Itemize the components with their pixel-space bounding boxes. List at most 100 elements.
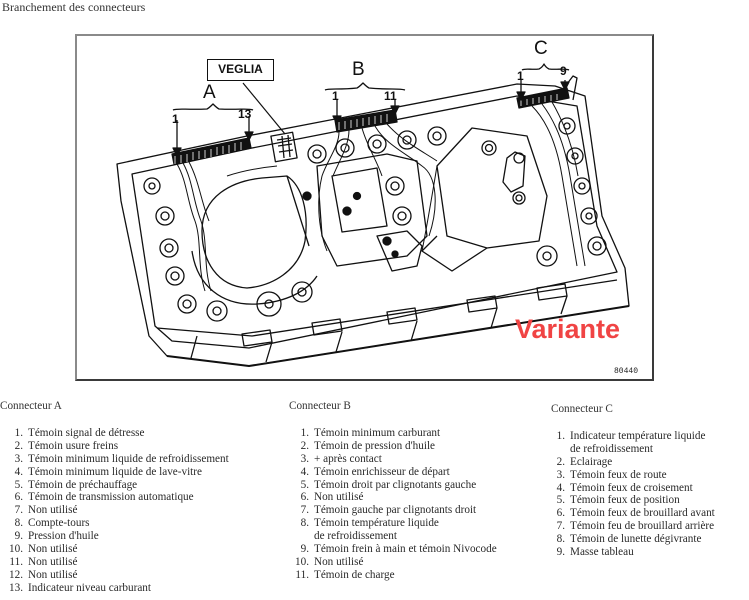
pin-list-item: 6. Témoin de transmission automatique [0,491,229,504]
pin-function: Non utilisé [28,556,77,569]
pin-function-text: Masse tableau [570,546,634,559]
pin-function-text: + après contact [314,452,382,465]
pin-function: Témoin de transmission automatique [28,491,194,504]
pin-list-item: 6. Non utilisé [289,491,497,504]
pin-function: Témoin minimum liquide de refroidissemen… [28,453,229,466]
pin-function-text: Pression d'huile [28,530,99,543]
pin-list-item: 7. Témoin feu de brouillard arrière [551,520,715,533]
pin-list-item: 13.Indicateur niveau carburant [0,582,229,595]
pin-function: Témoin feux de route [570,469,667,482]
connector-a-title: Connecteur A [0,400,62,412]
pin-function: Non utilisé [314,556,363,569]
connector-b-letter: B [352,59,365,80]
pin-function-text: Compte-tours [28,517,90,530]
pin-function-text: Témoin feux de croisement [570,481,693,494]
pin-function: + après contact [314,453,382,466]
pin-function: Témoin feux de brouillard avant [570,507,715,520]
connector-b-first-pin: 1 [332,89,339,103]
pin-list-item: 8. Témoin de lunette dégivrante [551,533,715,546]
pin-list-item: 3. Témoin minimum liquide de refroidissem… [0,453,229,466]
pin-number: 1. [300,426,309,439]
pin-number: 6. [556,507,565,520]
pin-number: 7. [14,504,23,517]
pin-function-continuation: de refroidissement [570,442,653,455]
pin-list-item: 8. Compte-tours [0,517,229,530]
instrument-cluster-diagram: VEGLIA A 1 13 B 1 11 C 1 9 Variante 8044… [75,34,654,381]
cluster-housing-outline [116,83,630,367]
pin-function: Non utilisé [314,491,363,504]
pin-number: 9. [300,543,309,556]
connector-c-first-pin: 1 [517,69,524,83]
pin-number: 1. [556,429,565,442]
pin-function-text: Témoin gauche par clignotants droit [314,504,477,517]
pin-list-item: 5.Témoin feux de position [551,494,715,507]
pin-number: 4. [14,465,23,478]
pin-number: 3. [556,468,565,481]
connector-b-block [334,109,398,133]
pin-function-text: Témoin frein à main et témoin Nivocode [314,543,497,556]
pin-list-item: 2.Eclairage [551,456,715,469]
pin-function: Témoin signal de détresse [28,427,145,440]
pin-list-item: 7.Non utilisé [0,504,229,517]
pin-number: 8. [556,533,565,546]
pin-function: Témoin de pression d'huile [314,440,435,453]
connector-b-last-pin: 11 [384,89,397,103]
pin-number: 9. [556,546,565,559]
pin-list-item: 5.Témoin de préchauffage [0,479,229,492]
pin-number: 8. [14,517,23,530]
pin-function: Non utilisé [28,543,77,556]
pin-function: Témoin usure freins [28,440,118,453]
pin-function-text: Témoin minimum liquide de lave-vitre [28,465,202,478]
figure-reference-number: 80440 [614,367,639,376]
pin-function: Masse tableau [570,546,634,559]
cluster-bottom-edge [166,305,630,367]
connector-a-section: Connecteur A 1. Témoin signal de détresse… [0,400,229,595]
pin-function-text: Témoin feux de position [570,494,680,507]
pin-function-text: Témoin de préchauffage [28,478,138,491]
pin-list-item: 10. Non utilisé [289,556,497,569]
pin-list-item: 3. Témoin feux de route [551,469,715,482]
pin-list-item: 9. Témoin frein à main et témoin Nivocode [289,543,497,556]
connector-a-list: 1. Témoin signal de détresse 2. Témoin usur… [0,427,229,595]
pin-list-item: 4. Témoin enrichisseur de départ [289,466,497,479]
pin-list-item: 9. Masse tableau [551,546,715,559]
pin-function-text: Témoin signal de détresse [28,426,145,439]
pin-number: 8. [300,517,309,530]
pin-function-text: Témoin de pression d'huile [314,439,436,452]
pin-number: 1. [14,426,23,439]
pin-function: Témoin de lunette dégivrante [570,533,701,546]
connector-c-section: Connecteur C 1. Indicateur température li… [551,403,715,559]
pin-function-text: Eclairage [570,455,613,468]
cluster-housing-inner [131,95,618,349]
connector-a-block [171,137,252,165]
fuel-gauge [191,175,318,305]
connector-c-title: Connecteur C [551,403,613,415]
pin-number: 2. [14,439,23,452]
pin-number: 4. [556,481,565,494]
pin-function: Indicateur niveau carburant [28,582,151,595]
pin-function: Témoin enrichisseur de départ [314,466,450,479]
cluster-drawing [116,63,630,367]
connector-c-last-pin: 9 [560,64,567,78]
pin-number: 7. [556,520,565,533]
pin-number: 10. [295,555,309,568]
pin-function: Témoin minimum carburant [314,427,440,440]
veglia-leader-line [242,82,286,135]
pin-function-text: Témoin feu de brouillard arrière [570,520,715,533]
pin-number: 4. [300,465,309,478]
pin-number: 2. [300,439,309,452]
pin-function-text: Témoin minimum carburant [314,426,441,439]
pin-function-text: Témoin de charge [314,568,395,581]
pin-function: Témoin frein à main et témoin Nivocode [314,543,497,556]
pin-number: 9. [14,530,23,543]
pin-function-text: Témoin feux de route [570,468,667,481]
connector-c-block [516,75,578,109]
pin-function: Témoin feux de croisement [570,482,693,495]
pin-number: 3. [14,452,23,465]
pin-number: 6. [300,491,309,504]
pin-list-item: 7.Témoin gauche par clignotants droit [289,504,497,517]
pin-number: 6. [14,491,23,504]
pin-function-text: Témoin de lunette dégivrante [570,533,702,546]
